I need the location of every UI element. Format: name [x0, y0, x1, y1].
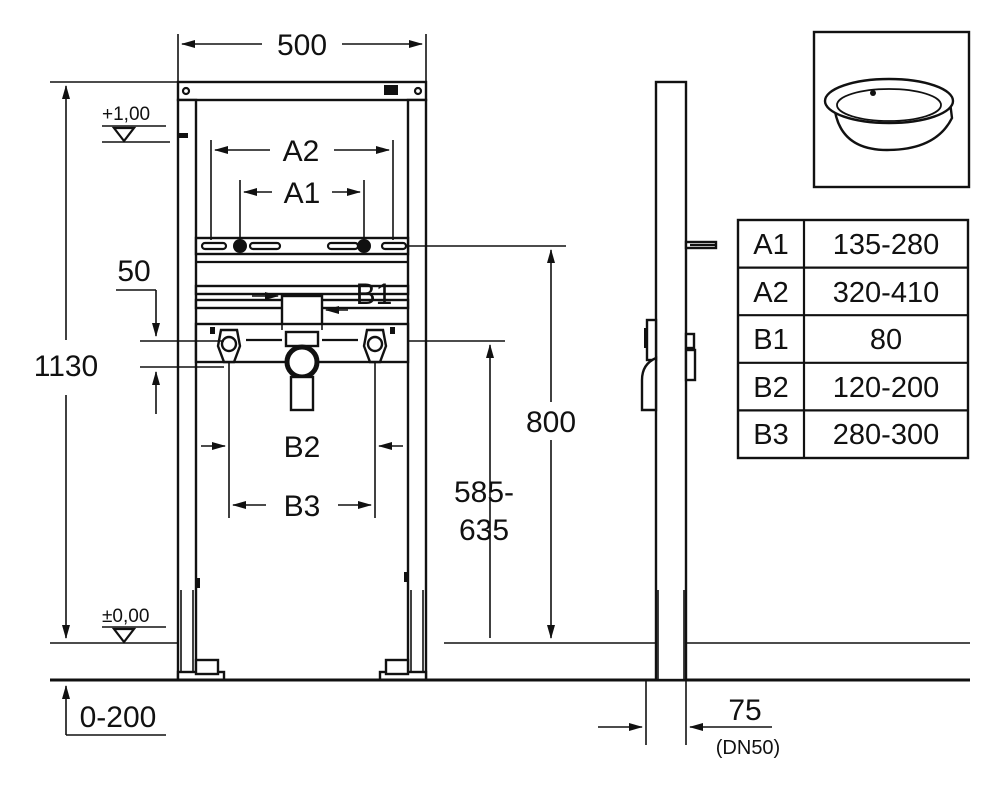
level-upper-label: +1,00	[102, 104, 150, 125]
dimension-a1: A1	[239, 177, 365, 240]
range-top-label: 585-	[454, 476, 514, 509]
legend-key: A2	[753, 277, 788, 309]
legend-value: 320-410	[833, 277, 939, 309]
floor-lines	[50, 642, 970, 682]
dimension-1130: 1130	[34, 81, 178, 639]
height-800-label: 800	[526, 406, 576, 439]
dimension-b3: B3	[228, 462, 376, 523]
dimension-585-635: 585- 635	[408, 340, 514, 638]
width-500-label: 500	[277, 29, 327, 62]
level-floor: ±0,00	[50, 606, 178, 644]
side-frame	[640, 80, 718, 745]
legend-key: A1	[753, 229, 788, 261]
dimension-b2: B2	[201, 362, 403, 464]
legend-value: 120-200	[833, 372, 939, 404]
dimension-a2: A2	[210, 135, 394, 240]
range-bottom-label: 635	[459, 514, 509, 547]
dimension-b1: B1	[252, 278, 392, 330]
legend-value: 280-300	[833, 419, 939, 451]
legend-value: 135-280	[833, 229, 939, 261]
b1-label: B1	[356, 278, 393, 311]
floor-adjust-label: 0-200	[80, 701, 157, 734]
a1-label: A1	[284, 177, 321, 210]
depth-note-label: (DN50)	[716, 737, 780, 759]
level-floor-label: ±0,00	[102, 606, 149, 627]
height-1130-label: 1130	[34, 350, 99, 383]
washbasin-icon	[812, 30, 971, 189]
dimension-75: 75 (DN50)	[598, 694, 780, 759]
b3-label: B3	[284, 490, 321, 523]
legend-table: A1 135-280 A2 320-410 B1 80 B2 120-200 B…	[736, 218, 970, 460]
a2-label: A2	[283, 135, 320, 168]
dimension-0-200: 0-200	[62, 685, 166, 736]
dimension-500: 500	[177, 29, 427, 82]
front-frame	[176, 80, 428, 682]
b2-label: B2	[284, 431, 321, 464]
level-upper: +1,00	[102, 104, 170, 143]
depth-75-label: 75	[728, 694, 761, 727]
legend-key: B3	[753, 419, 788, 451]
legend-key: B2	[753, 372, 788, 404]
legend-value: 80	[870, 324, 902, 356]
dimension-800: 800	[408, 245, 576, 639]
dimension-50: 50	[116, 255, 224, 414]
legend-key: B1	[753, 324, 788, 356]
offset-50-label: 50	[117, 255, 150, 288]
